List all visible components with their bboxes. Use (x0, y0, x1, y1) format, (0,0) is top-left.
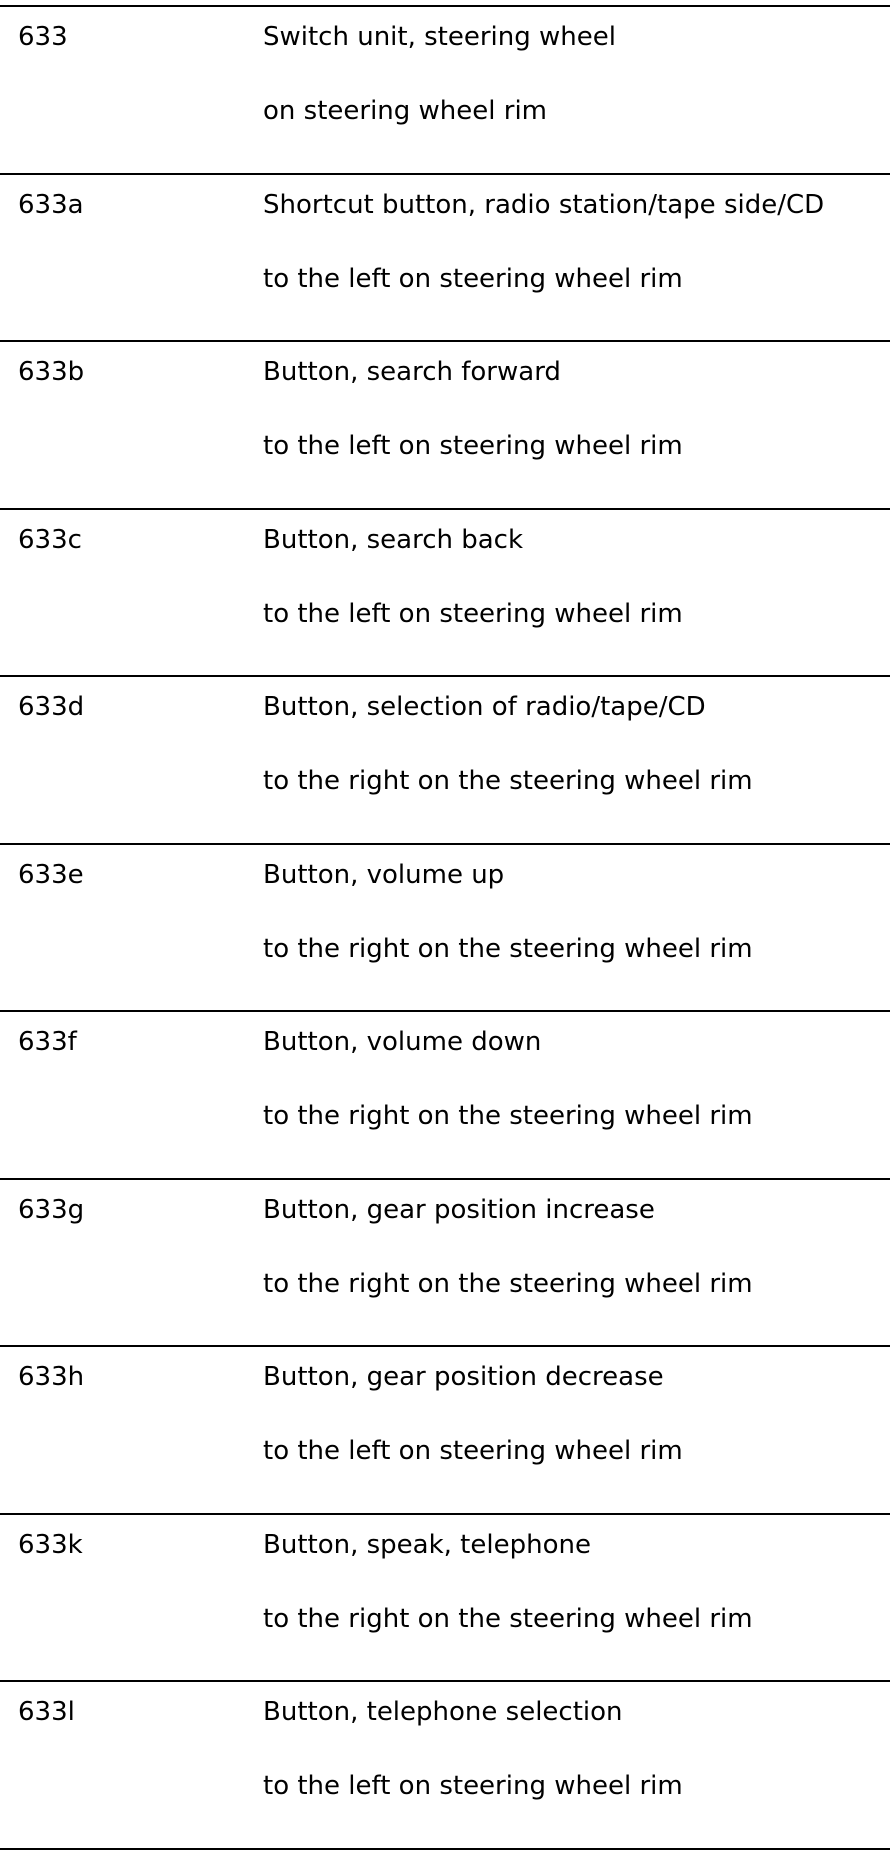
row-code: 633a (18, 189, 84, 220)
row-location: on steering wheel rim (263, 96, 548, 126)
table-row: 633l Button, telephone selection to the … (0, 1680, 890, 1850)
table-row: 633f Button, volume down to the right on… (0, 1010, 890, 1178)
table-row: 633d Button, selection of radio/tape/CD … (0, 675, 890, 843)
row-description: Button, telephone selection (263, 1697, 623, 1727)
row-description: Button, search back (263, 524, 524, 555)
row-description: Switch unit, steering wheel (263, 22, 616, 52)
row-location: to the right on the steering wheel rim (263, 933, 753, 964)
row-location: to the right on the steering wheel rim (263, 1268, 753, 1299)
row-code: 633 (18, 22, 68, 52)
row-location: to the right on the steering wheel rim (263, 1603, 753, 1634)
row-location: to the right on the steering wheel rim (263, 1101, 753, 1131)
table-row: 633c Button, search back to the left on … (0, 507, 890, 676)
row-code: 633e (18, 859, 84, 890)
row-description: Button, search forward (263, 357, 561, 387)
row-location: to the left on steering wheel rim (263, 431, 683, 461)
row-description: Button, gear position increase (263, 1194, 655, 1225)
table-row: 633e Button, volume up to the right on t… (0, 842, 890, 1011)
table-row: 633g Button, gear position increase to t… (0, 1177, 890, 1346)
row-description: Button, volume up (263, 859, 505, 890)
row-location: to the left on steering wheel rim (263, 1771, 683, 1801)
row-description: Button, gear position decrease (263, 1362, 664, 1392)
row-code: 633d (18, 692, 85, 722)
table-row: 633b Button, search forward to the left … (0, 340, 890, 508)
row-description: Button, speak, telephone (263, 1529, 591, 1560)
row-description: Button, selection of radio/tape/CD (263, 692, 706, 722)
row-location: to the left on steering wheel rim (263, 598, 683, 629)
row-code: 633k (18, 1529, 83, 1560)
row-code: 633b (18, 357, 85, 387)
table-row: 633a Shortcut button, radio station/tape… (0, 172, 890, 341)
row-code: 633g (18, 1194, 85, 1225)
row-location: to the left on steering wheel rim (263, 1436, 683, 1466)
table-row: 633 Switch unit, steering wheel on steer… (0, 5, 890, 173)
row-code: 633c (18, 524, 82, 555)
row-location: to the right on the steering wheel rim (263, 766, 753, 796)
row-code: 633l (18, 1697, 75, 1727)
row-code: 633f (18, 1027, 77, 1057)
table-row: 633k Button, speak, telephone to the rig… (0, 1512, 890, 1681)
row-location: to the left on steering wheel rim (263, 263, 683, 294)
row-code: 633h (18, 1362, 85, 1392)
row-description: Button, volume down (263, 1027, 542, 1057)
component-table: 633 Switch unit, steering wheel on steer… (0, 5, 890, 1850)
table-row: 633h Button, gear position decrease to t… (0, 1345, 890, 1513)
row-description: Shortcut button, radio station/tape side… (263, 189, 825, 220)
